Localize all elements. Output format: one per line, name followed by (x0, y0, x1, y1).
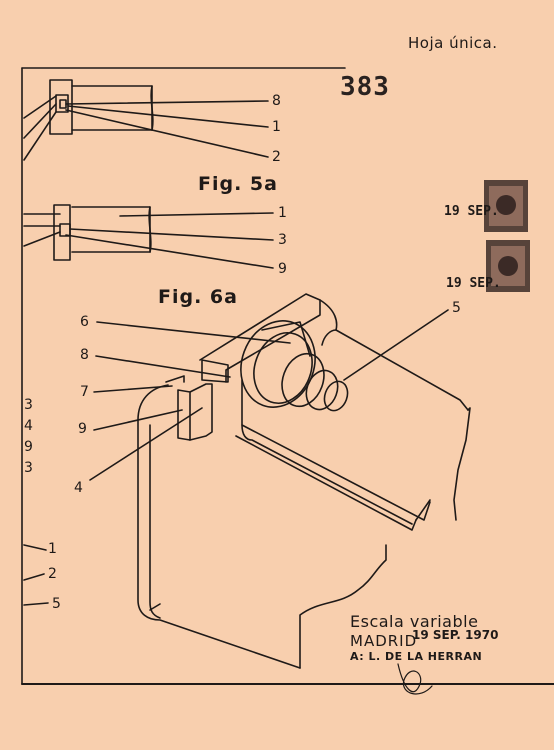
fig5-number-2: 2 (272, 149, 281, 165)
document-number: 383 (340, 72, 390, 102)
fig6-number-9: 9 (78, 421, 87, 437)
signature-scribble (397, 663, 433, 695)
author-name: A: L. DE LA HERRAN (350, 650, 483, 663)
fig6-number-5: 5 (452, 300, 461, 316)
margin-number: 5 (52, 596, 61, 612)
margin-number: 9 (24, 439, 33, 455)
margin-number: 2 (48, 566, 57, 582)
figure-5a-label: Fig. 5a (198, 173, 278, 195)
place-name: MADRID (350, 632, 418, 650)
margin-number: 4 (24, 418, 33, 434)
fig5-number-1: 1 (272, 119, 281, 135)
scale-note: Escala variable (350, 612, 479, 631)
fig5a-number-9: 9 (278, 261, 287, 277)
signature-date: 19 SEP. 1970 (412, 628, 499, 642)
stamp-date-1: 19 SEP. (444, 204, 499, 219)
figure-6a-label: Fig. 6a (158, 286, 238, 308)
margin-number: 1 (48, 541, 57, 557)
fig5a-number-1: 1 (278, 205, 287, 221)
stamp-date-2: 19 SEP. (446, 276, 501, 291)
fig5a-assembly (23, 204, 274, 269)
fig6-number-6: 6 (80, 314, 89, 330)
tax-stamps (484, 180, 530, 292)
fig5-assembly (23, 79, 269, 161)
fig6-housing (89, 293, 471, 669)
fig6-number-4: 4 (74, 480, 83, 496)
sheet-label: Hoja única. (408, 34, 498, 52)
fig6-number-8: 8 (80, 347, 89, 363)
fig6-number-7: 7 (80, 384, 89, 400)
fig5-number-8: 8 (272, 93, 281, 109)
fig5a-number-3: 3 (278, 232, 287, 248)
margin-number: 3 (24, 460, 33, 476)
margin-number: 3 (24, 397, 33, 413)
